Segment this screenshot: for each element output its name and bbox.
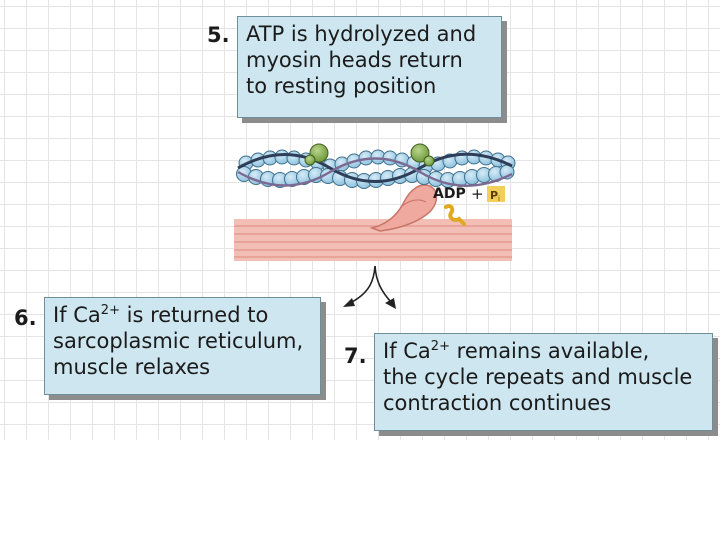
- branch-arrows: [343, 265, 396, 309]
- step-7-text-a: If Ca: [383, 339, 431, 363]
- pi-subscript: i: [498, 195, 500, 203]
- step-5-line-2: myosin heads return: [246, 48, 463, 72]
- phosphate-icon: [444, 204, 466, 226]
- step-7-text-b: remains available,: [449, 339, 650, 363]
- step-7-box: If Ca2+ remains available, the cycle rep…: [374, 333, 713, 431]
- step-6-line-2: sarcoplasmic reticulum,: [53, 329, 304, 353]
- troponin-complex: [304, 143, 435, 167]
- myosin-head: [369, 184, 438, 232]
- step-6-line-1: If Ca2+ is returned to: [53, 302, 312, 328]
- step-7-line-3: contraction continues: [383, 391, 612, 415]
- step-5-line-3: to resting position: [246, 74, 437, 98]
- step-5-number: 5.: [207, 23, 230, 47]
- step-6-text-a: If Ca: [53, 303, 101, 327]
- myosin-thick-filament: [234, 219, 512, 261]
- step-7-number: 7.: [344, 344, 367, 368]
- step-6-number: 6.: [14, 306, 37, 330]
- step-6-text-b: is returned to: [119, 303, 269, 327]
- pi-label: P: [490, 189, 498, 202]
- adp-label: ADP: [433, 186, 466, 202]
- step-6-box: If Ca2+ is returned to sarcoplasmic reti…: [44, 297, 321, 395]
- step-7-superscript: 2+: [430, 339, 450, 354]
- step-7-line-2: the cycle repeats and muscle: [383, 365, 693, 389]
- step-5-box: ATP is hydrolyzed and myosin heads retur…: [237, 16, 502, 118]
- pi-badge: [487, 186, 505, 202]
- tropomyosin-strand: [237, 152, 513, 187]
- plus-sign: +: [471, 185, 484, 203]
- step-7-line-1: If Ca2+ remains available,: [383, 338, 704, 364]
- step-6-line-3: muscle relaxes: [53, 355, 211, 379]
- step-6-superscript: 2+: [100, 303, 120, 318]
- step-5-line-1: ATP is hydrolyzed and: [246, 22, 477, 46]
